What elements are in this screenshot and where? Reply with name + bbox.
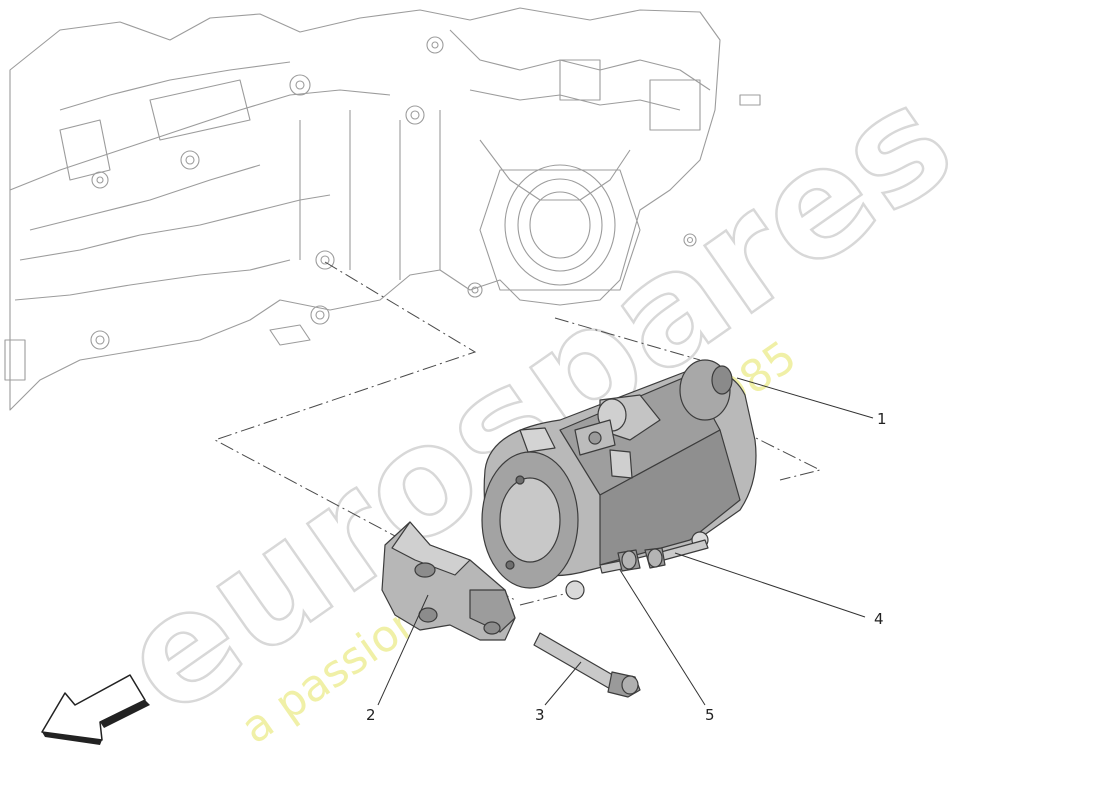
- callout-5: 5: [705, 706, 715, 724]
- leader-lines: [377, 377, 874, 706]
- short-bolts: [599, 539, 709, 574]
- callout-4: 4: [874, 610, 884, 628]
- callout-2: 2: [366, 706, 376, 724]
- eurospares-watermark: eurospares a passion for parts since 198…: [90, 50, 986, 754]
- callout-1: 1: [877, 410, 887, 428]
- callout-3: 3: [535, 706, 545, 724]
- direction-arrow-icon: [41, 674, 150, 745]
- engine-block-outline: [4, 7, 761, 411]
- starter-motor: [481, 359, 757, 600]
- mounting-bracket: [381, 521, 516, 641]
- long-bolt: [533, 632, 641, 698]
